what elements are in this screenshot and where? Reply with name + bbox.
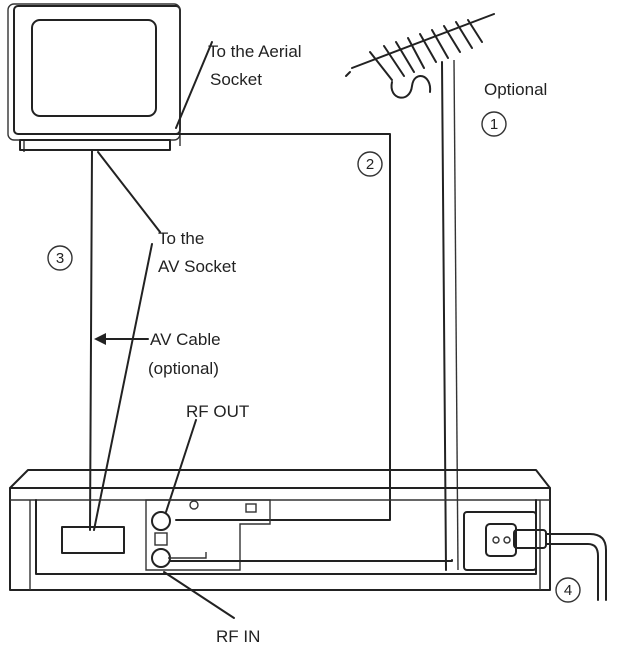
power-plug-icon — [513, 529, 547, 549]
rf-in-socket-icon — [151, 548, 171, 568]
rf-out-label: RF OUT — [186, 402, 249, 421]
power-socket — [463, 511, 607, 601]
av-cable-label-line2: (optional) — [148, 359, 219, 378]
av-cable — [89, 149, 161, 531]
av-cable-arrow — [94, 333, 149, 345]
aerial-socket-label-line2: Socket — [210, 70, 262, 89]
rf-out-socket-icon — [151, 511, 171, 531]
av-socket-label-line1: To the — [158, 229, 204, 248]
rf-cable — [169, 133, 391, 521]
aerial-antenna — [351, 13, 495, 571]
step-marker-3: 3 — [47, 245, 73, 271]
aerial-socket-label-line1: To the Aerial — [208, 42, 302, 61]
aerial-socket-pointer — [175, 41, 213, 129]
step-marker-4: 4 — [555, 577, 581, 603]
aerial-dash — [345, 71, 351, 77]
step-marker-1: 1 — [481, 111, 507, 137]
rf-out-pointer — [165, 419, 197, 513]
tv-set — [7, 3, 181, 152]
av-socket-label-line2: AV Socket — [158, 257, 236, 276]
svg-text:1: 1 — [490, 116, 498, 133]
svg-text:4: 4 — [564, 582, 572, 599]
rf-in-pointer — [163, 571, 235, 619]
av-cable-label-line1: AV Cable — [150, 330, 221, 349]
scart-socket-icon — [61, 526, 125, 554]
rf-in-label: RF IN — [216, 627, 260, 646]
optional-label: Optional — [484, 80, 547, 99]
step-marker-2: 2 — [357, 151, 383, 177]
svg-text:2: 2 — [366, 156, 374, 173]
svg-text:3: 3 — [56, 250, 64, 267]
